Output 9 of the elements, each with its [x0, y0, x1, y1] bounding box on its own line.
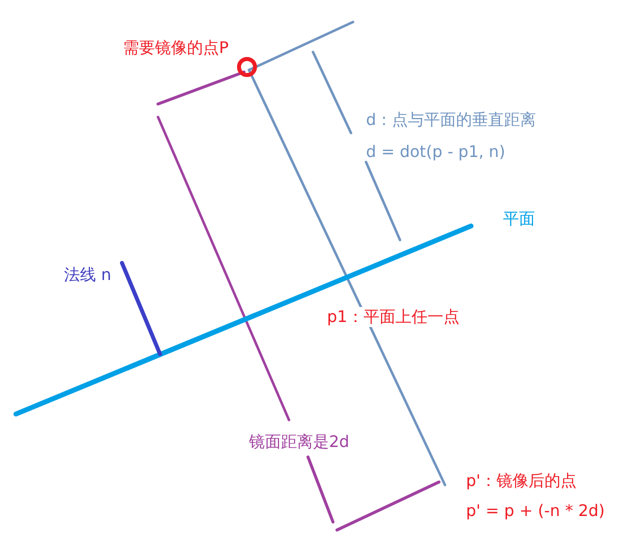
formula-text: p' = p + (-n * 2d): [466, 501, 605, 521]
definition-text: p'：镜像后的点: [466, 471, 577, 491]
distance-label: 镜面距离是2d: [249, 432, 350, 452]
point-label: 需要镜像的点P: [123, 38, 229, 58]
definition-text: p1：平面上任一点: [327, 307, 460, 327]
definition-text: d：点与平面的垂直距离: [366, 110, 536, 130]
formula-text: d = dot(p - p1, n): [366, 142, 506, 162]
plane-label: 平面: [503, 209, 535, 229]
normal-label: 法线 n: [64, 265, 112, 285]
